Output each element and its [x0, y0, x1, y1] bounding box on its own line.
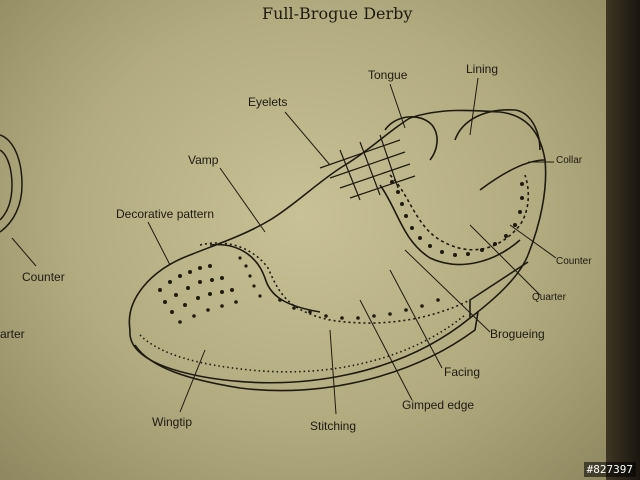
label-gimped-edge: Gimped edge	[402, 398, 475, 412]
label-eyelets: Eyelets	[248, 95, 288, 109]
label-vamp: Vamp	[188, 153, 219, 167]
laces	[319, 134, 416, 201]
shoe-drawing	[128, 109, 547, 392]
facing-line	[379, 184, 521, 266]
label-lining: Lining	[466, 62, 499, 76]
collar-line	[479, 159, 546, 191]
label-facing: Facing	[444, 365, 481, 379]
page-title: Full-Brogue Derby	[262, 4, 413, 23]
toe-perforations	[158, 256, 262, 324]
image-id-watermark: #827397	[583, 462, 636, 477]
lining	[454, 109, 541, 151]
stitching-line	[139, 314, 466, 373]
shoe-illustration	[0, 0, 606, 480]
wing-line	[199, 242, 471, 324]
label-wingtip: Wingtip	[152, 415, 193, 429]
label-tongue: Tongue	[368, 68, 408, 82]
label-counter-right: Counter	[556, 256, 592, 267]
book-page	[0, 0, 608, 480]
partial-shoe-left	[0, 134, 23, 233]
quarter	[389, 174, 530, 251]
label-decorative-pattern: Decorative pattern	[116, 207, 215, 221]
label-counter-left: Counter	[22, 270, 65, 284]
quarter-perforations	[278, 180, 524, 320]
toe-cap-line	[209, 243, 321, 313]
upper-outline	[128, 109, 547, 331]
sole-edge	[134, 311, 479, 392]
label-quarter-left: arter	[0, 327, 25, 341]
book-spine	[606, 0, 640, 480]
label-stitching: Stitching	[310, 419, 357, 433]
leader-lines	[11, 77, 557, 415]
label-quarter-right: Quarter	[532, 292, 566, 303]
label-brogueing: Brogueing	[490, 327, 545, 341]
sole	[129, 254, 529, 384]
label-collar: Collar	[556, 155, 583, 166]
tongue	[384, 116, 438, 161]
